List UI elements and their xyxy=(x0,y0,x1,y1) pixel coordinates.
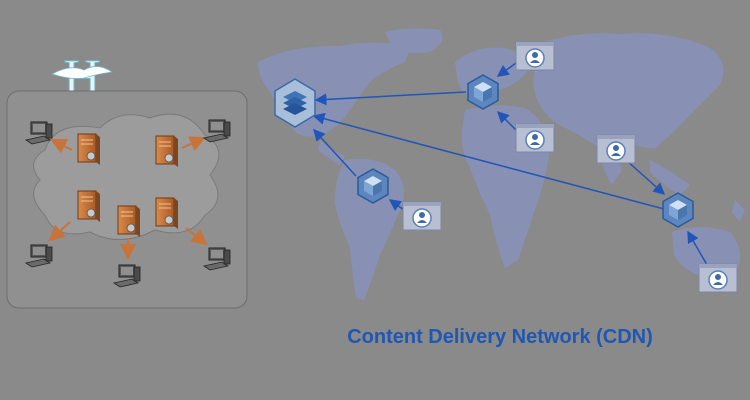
edge-server-icon xyxy=(357,168,389,204)
world-map xyxy=(258,28,745,300)
origin-server-icon xyxy=(274,78,316,128)
user-icon xyxy=(596,134,636,164)
distribution-arrows xyxy=(48,136,208,260)
server-tower-icon xyxy=(117,205,141,238)
server-tower-icon xyxy=(155,197,179,230)
cdn-links xyxy=(312,62,711,271)
server-tower-icon xyxy=(77,190,101,223)
edge-server-icon xyxy=(467,74,499,110)
server-tower-icon xyxy=(77,133,101,166)
logo-icon: H xyxy=(51,50,114,108)
user-icon xyxy=(402,201,442,231)
user-icon xyxy=(698,263,738,293)
user-icon xyxy=(515,123,555,153)
edge-server-icon xyxy=(662,192,694,228)
server-tower-icon xyxy=(155,135,179,168)
user-icon xyxy=(515,41,555,71)
diagram-caption: Content Delivery Network (CDN) xyxy=(347,326,653,348)
